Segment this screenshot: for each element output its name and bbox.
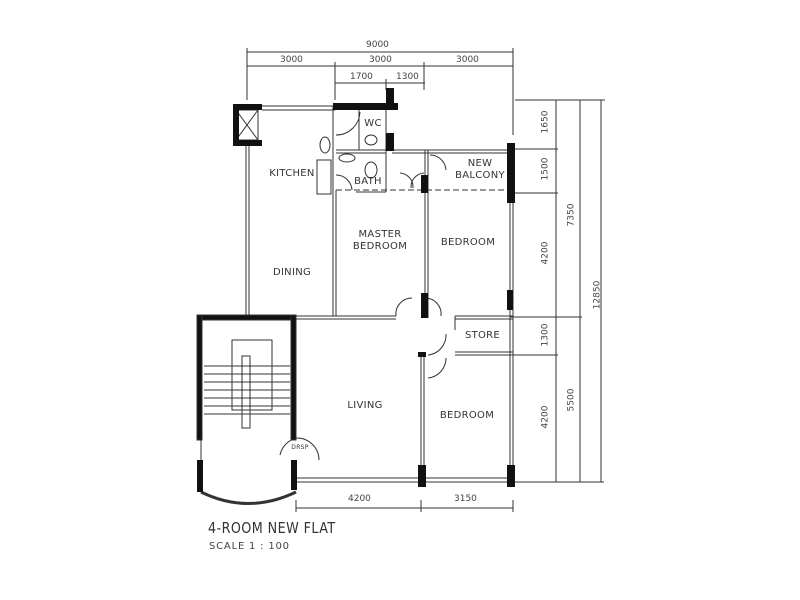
room-label-master-bedroom: MASTER BEDROOM xyxy=(352,229,408,252)
room-label-drsp: DRSP xyxy=(291,444,309,451)
dim-bottom-living: 4200 xyxy=(348,494,371,504)
dim-right-1650: 1650 xyxy=(540,110,551,134)
dim-right-4200-lower: 4200 xyxy=(540,405,551,429)
dim-top-sub-2: 1300 xyxy=(396,72,419,82)
dim-top-total: 9000 xyxy=(366,40,389,50)
dim-right-1500: 1500 xyxy=(540,157,551,181)
dim-right-1300: 1300 xyxy=(540,323,551,347)
dim-top-bay-1: 3000 xyxy=(280,55,303,65)
plan-title: 4-ROOM NEW FLAT xyxy=(208,519,336,537)
room-label-bath: BATH xyxy=(354,176,382,187)
room-label-new-balcony: NEW BALCONY xyxy=(455,158,505,181)
dim-bottom-bedroom: 3150 xyxy=(454,494,477,504)
dim-top-bay-2: 3000 xyxy=(369,55,392,65)
room-label-store: STORE xyxy=(464,330,501,341)
dim-top-bay-3: 3000 xyxy=(456,55,479,65)
room-label-dining: DINING xyxy=(272,267,312,278)
dim-right-7350: 7350 xyxy=(566,203,577,227)
dim-right-4200-upper: 4200 xyxy=(540,241,551,265)
room-label-wc: WC xyxy=(364,118,382,129)
dim-right-5500: 5500 xyxy=(566,388,577,412)
dim-right-total: 12850 xyxy=(592,280,603,310)
room-label-living: LIVING xyxy=(347,400,383,411)
room-label-bedroom-2: BEDROOM xyxy=(439,410,495,421)
dim-top-sub-1: 1700 xyxy=(350,72,373,82)
room-label-kitchen: KITCHEN xyxy=(269,168,315,179)
room-label-bedroom-1: BEDROOM xyxy=(440,237,496,248)
plan-scale: SCALE 1 : 100 xyxy=(209,541,290,552)
